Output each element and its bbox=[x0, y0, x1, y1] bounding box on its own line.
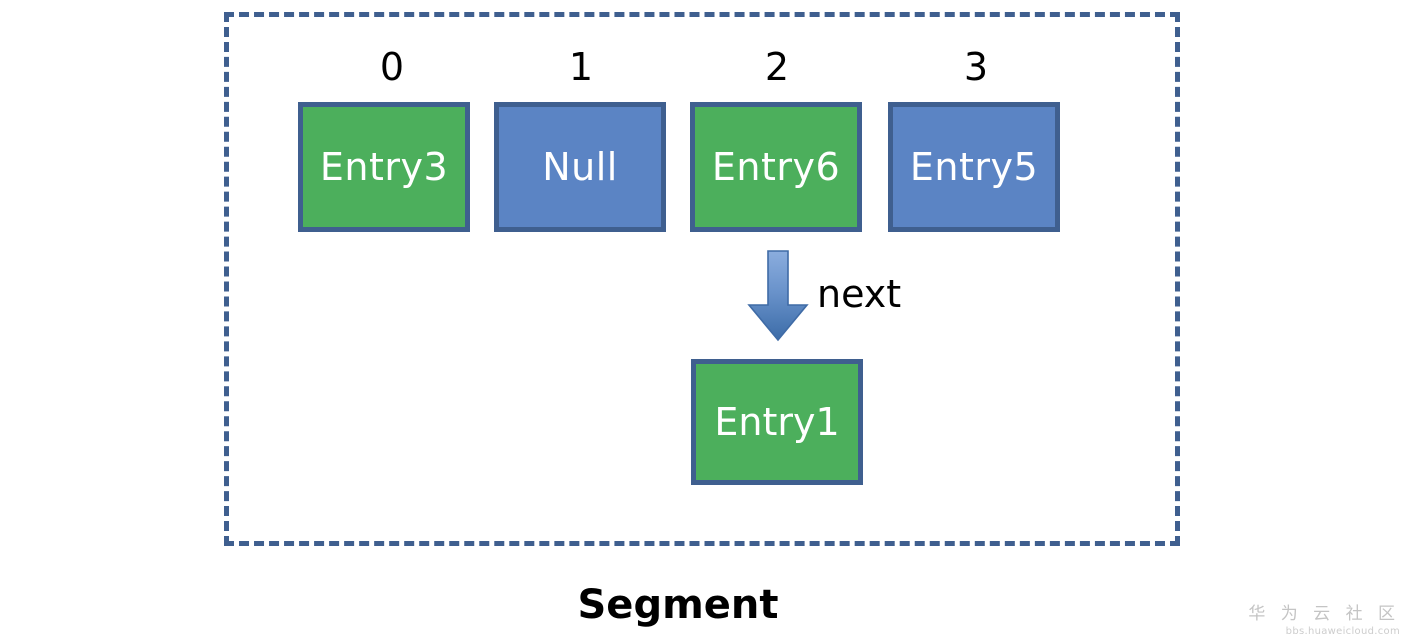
bucket-index-2: 2 bbox=[764, 45, 790, 89]
bucket-index-1: 1 bbox=[568, 45, 594, 89]
bucket-cell-2-label: Entry6 bbox=[711, 145, 841, 189]
bucket-cell-0-label: Entry3 bbox=[319, 145, 449, 189]
next-node-label: Entry1 bbox=[714, 400, 840, 444]
bucket-cell-1[interactable]: Null bbox=[494, 102, 666, 232]
next-link-label: next bbox=[817, 272, 902, 316]
bucket-index-0: 0 bbox=[379, 45, 405, 89]
watermark-url: bbs.huaweicloud.com bbox=[1285, 626, 1400, 637]
bucket-index-3: 3 bbox=[963, 45, 989, 89]
watermark: 华 为 云 社 区 bbs.huaweicloud.com bbox=[1248, 604, 1400, 638]
bucket-cell-0[interactable]: Entry3 bbox=[298, 102, 470, 232]
segment-container bbox=[224, 12, 1180, 546]
next-node-cell[interactable]: Entry1 bbox=[691, 359, 863, 485]
watermark-brand: 华 为 云 社 区 bbox=[1248, 604, 1400, 624]
bucket-cell-2[interactable]: Entry6 bbox=[690, 102, 862, 232]
down-arrow-icon bbox=[747, 250, 809, 342]
bucket-cell-3[interactable]: Entry5 bbox=[888, 102, 1060, 232]
page-title: Segment bbox=[577, 582, 779, 628]
bucket-cell-3-label: Entry5 bbox=[909, 145, 1039, 189]
bucket-cell-1-label: Null bbox=[542, 145, 618, 189]
